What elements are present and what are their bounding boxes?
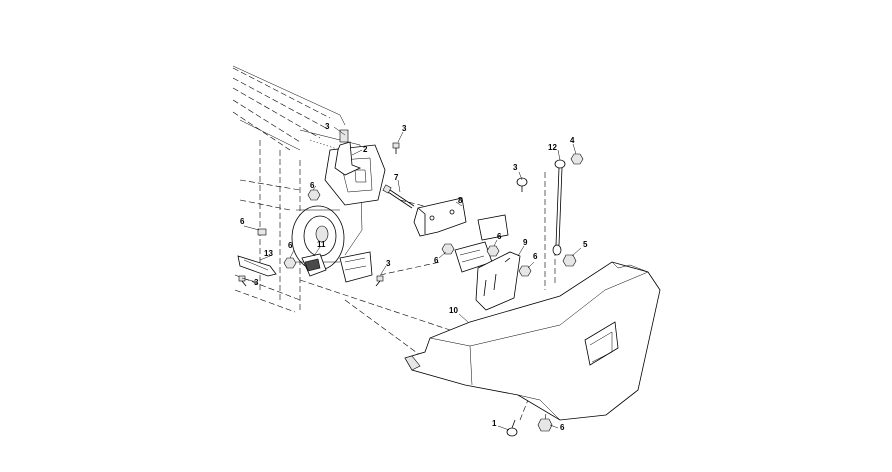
machine-frame [232,65,509,313]
callout-10: 10 [449,306,458,315]
part-4-nut [570,153,584,165]
callout-6: 6 [310,181,315,190]
callout-3: 3 [386,259,391,268]
callout-labels: 3 3 2 6 7 8 6 6 11 13 3 3 6 6 9 6 3 12 4… [240,122,588,432]
callout-13: 13 [264,249,273,258]
callout-2: 2 [363,145,368,154]
callout-6: 6 [497,232,502,241]
part-2-bracket [334,129,362,176]
callout-9: 9 [523,238,528,247]
callout-11: 11 [317,240,326,249]
callout-5: 5 [583,240,588,249]
callout-3: 3 [513,163,518,172]
part-1-bolt [506,419,518,437]
part-12-rod [552,159,566,256]
part-3-bolts [238,142,528,287]
part-6-nuts [257,189,553,432]
callout-3: 3 [325,122,330,131]
callout-6: 6 [560,423,565,432]
callout-8: 8 [458,196,463,205]
part-9-slotted-plate [475,251,521,311]
callout-6: 6 [533,252,538,261]
part-5-nut [562,254,577,267]
callout-6: 6 [434,256,439,265]
callout-6: 6 [240,217,245,226]
callout-3: 3 [402,124,407,133]
callout-7: 7 [394,173,399,182]
callout-3: 3 [254,278,259,287]
callout-1: 1 [492,419,497,428]
part-7-bolt [382,184,415,209]
part-10-cover-panel [404,261,661,421]
part-11-latch [301,253,327,277]
callout-leaders [241,126,582,431]
callout-6: 6 [288,241,293,250]
part-8-plate [413,197,467,237]
callout-4: 4 [570,136,575,145]
callout-12: 12 [548,143,557,152]
part-13-lever [237,255,277,277]
